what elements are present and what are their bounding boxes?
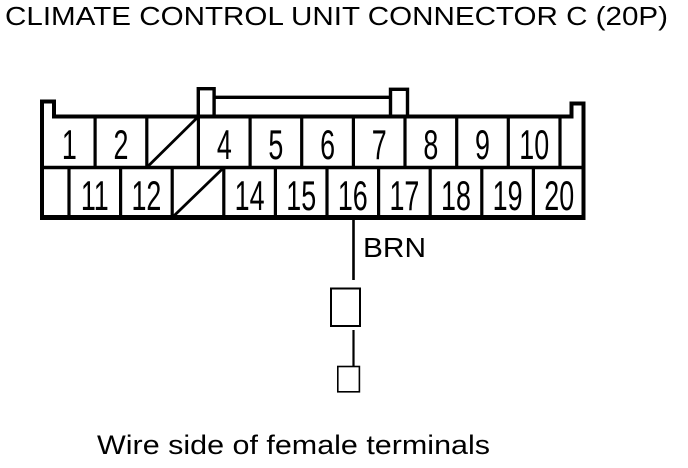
pin-4-label: 4 (217, 122, 232, 168)
pin-8-label: 8 (423, 122, 438, 168)
pin-18-label: 18 (441, 173, 471, 219)
row1-pin-labels: 1 2 4 5 6 7 8 9 10 (62, 122, 549, 168)
pin-13-no-terminal-diagonal (172, 167, 225, 218)
latch-right-tab (388, 87, 410, 119)
pin-17-label: 17 (389, 173, 419, 219)
latch-left-tab (196, 86, 216, 119)
diagram-title: CLIMATE CONTROL UNIT CONNECTOR C (20P) (5, 1, 668, 31)
connector-body (40, 99, 586, 220)
pin-7-label: 7 (372, 122, 387, 168)
pin-11-label: 11 (81, 173, 109, 219)
pin-19-label: 19 (493, 173, 523, 219)
terminal-box-large (330, 287, 361, 327)
row2-cell-separators (67, 167, 536, 218)
diagram-caption: Wire side of female terminals (97, 430, 490, 460)
pin-16-label: 16 (338, 173, 368, 219)
pin-10-label: 10 (519, 122, 549, 168)
pin-2-label: 2 (114, 122, 129, 168)
pin-6-label: 6 (320, 122, 335, 168)
row1-cell-separators (93, 116, 562, 168)
wire-color-label: BRN (363, 232, 426, 263)
pin-15-label: 15 (286, 173, 316, 219)
pin-14-label: 14 (235, 173, 265, 219)
pin-9-label: 9 (475, 122, 490, 168)
pin-20-label: 20 (544, 173, 574, 219)
terminal-box-small (336, 365, 361, 393)
pin-1-label: 1 (62, 122, 77, 168)
pin-5-label: 5 (268, 122, 283, 168)
pin-3-no-terminal-diagonal (146, 116, 199, 168)
pin-12-label: 12 (131, 173, 161, 219)
row2-pin-labels: 11 12 14 15 16 17 18 19 20 (81, 173, 574, 219)
